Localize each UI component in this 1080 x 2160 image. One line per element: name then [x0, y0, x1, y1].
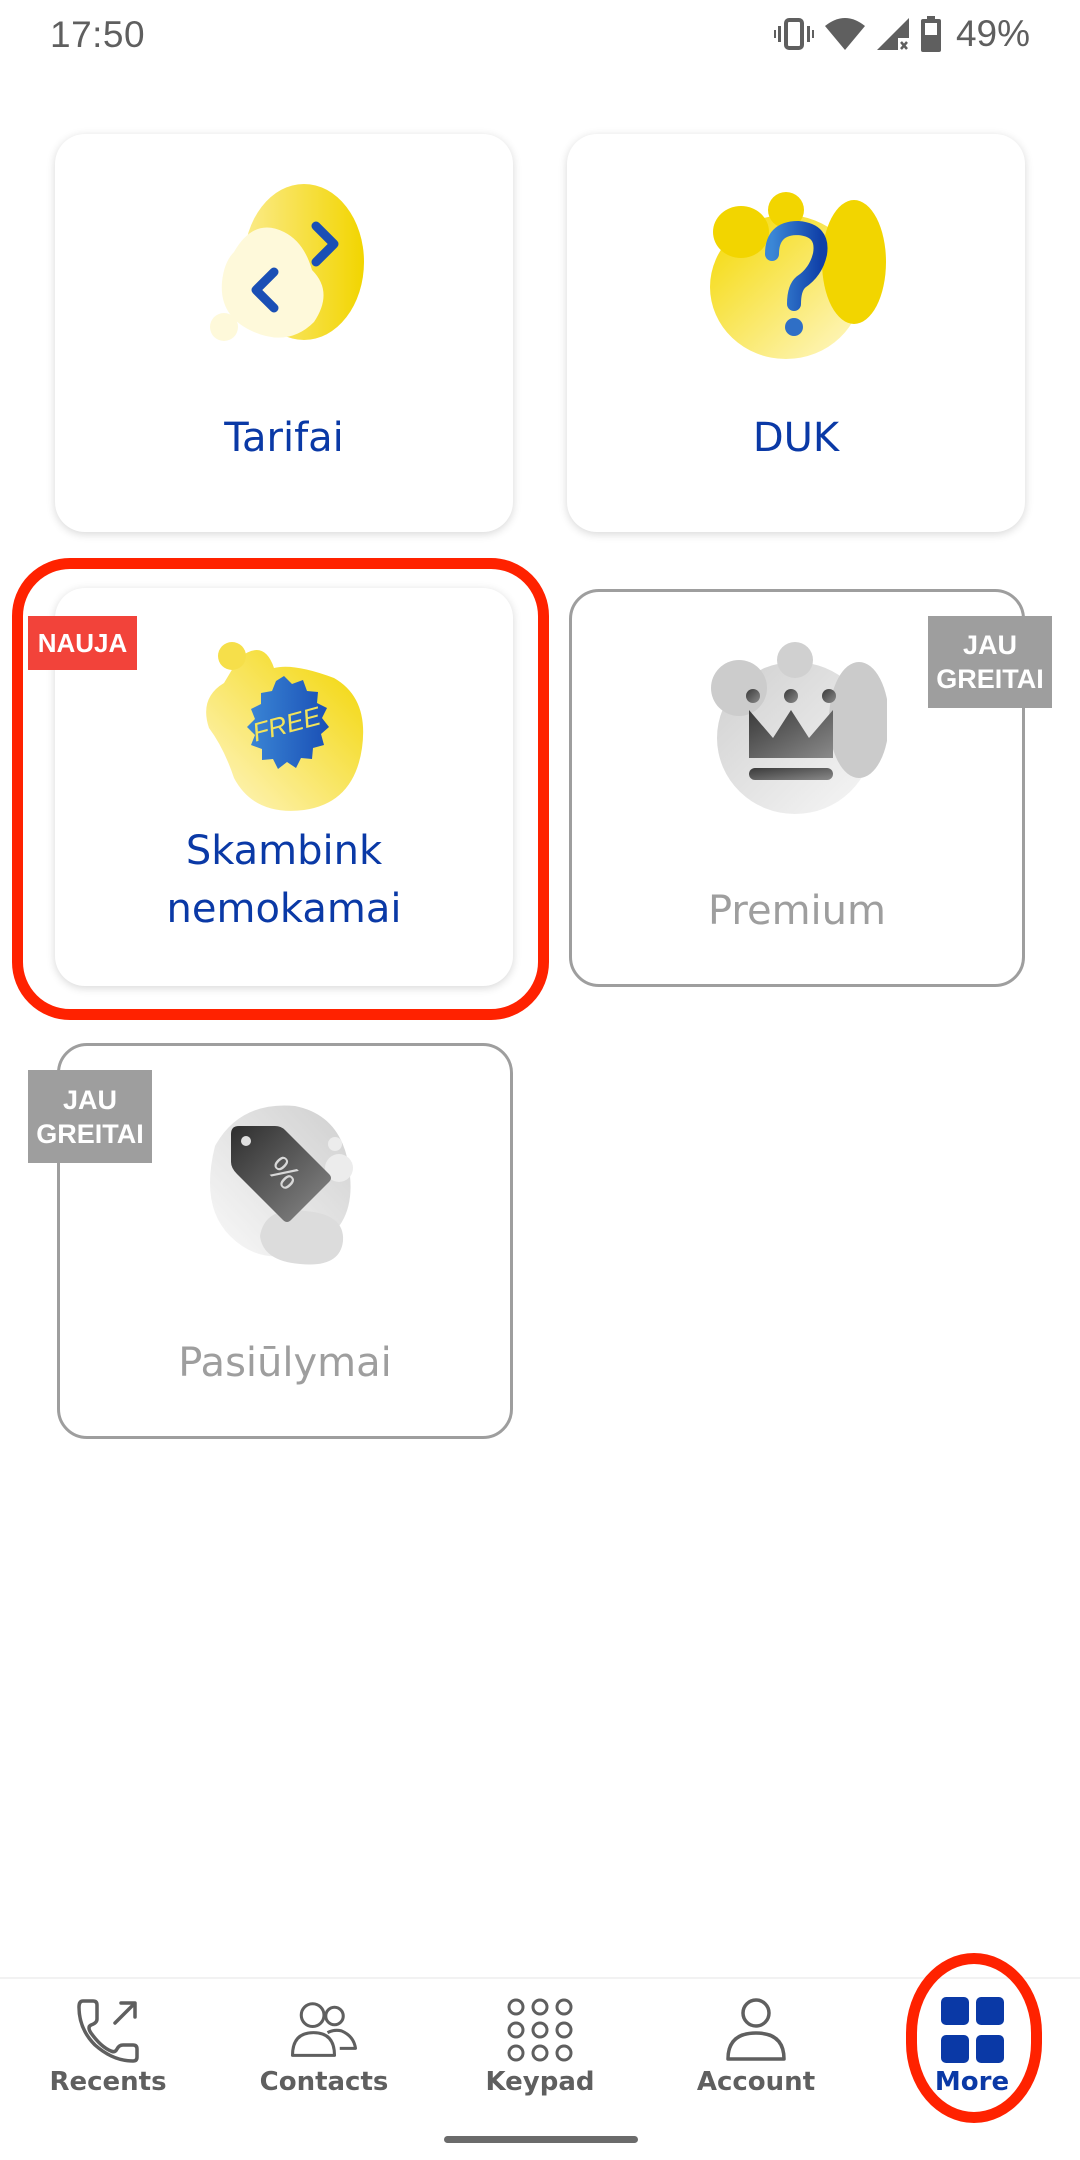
premium-crown-icon — [707, 638, 887, 818]
card-label: Premium — [708, 888, 886, 934]
nav-keypad[interactable]: Keypad — [432, 1979, 648, 2160]
card-tarifai[interactable]: Tarifai — [55, 134, 513, 532]
badge-line1: JAU — [962, 630, 1017, 660]
nav-recents[interactable]: Recents — [0, 1979, 216, 2160]
nav-account[interactable]: Account — [648, 1979, 864, 2160]
card-duk[interactable]: DUK — [567, 134, 1025, 532]
keypad-icon — [505, 1997, 575, 2063]
coming-soon-badge: JAU GREITAI — [28, 1070, 152, 1163]
bottom-nav: Recents Contacts Keypad Account Mo — [0, 1977, 1080, 2160]
offers-price-tag-icon: % — [195, 1096, 375, 1276]
nav-label: Contacts — [259, 2067, 389, 2097]
nav-more[interactable]: More — [864, 1979, 1080, 2160]
faq-question-mark-icon — [706, 182, 886, 362]
card-label-line1: Skambink — [185, 828, 383, 874]
contacts-icon — [289, 1997, 359, 2063]
card-label: Pasiūlymai — [178, 1340, 392, 1386]
wifi-icon — [824, 16, 866, 52]
badge-line1: JAU — [62, 1084, 117, 1115]
nav-label: Keypad — [485, 2067, 595, 2097]
home-indicator[interactable] — [444, 2136, 638, 2143]
nav-label: Account — [696, 2067, 816, 2097]
free-call-badge-icon: FREE — [194, 638, 374, 818]
status-icons: 49% — [773, 12, 1030, 56]
vibrate-icon — [773, 16, 814, 52]
nav-label: More — [934, 2067, 1010, 2097]
more-grid-icon — [937, 1997, 1007, 2063]
account-icon — [721, 1997, 791, 2063]
status-bar: 17:50 49% — [0, 0, 1080, 70]
battery-icon — [920, 16, 942, 52]
tariff-exchange-arrows-icon — [194, 182, 374, 362]
badge-line2: GREITAI — [936, 664, 1044, 694]
nav-contacts[interactable]: Contacts — [216, 1979, 432, 2160]
recent-calls-icon — [73, 1997, 143, 2063]
card-label: DUK — [752, 415, 840, 461]
badge-line2: GREITAI — [36, 1118, 144, 1149]
battery-percent: 49% — [955, 13, 1030, 54]
nav-label: Recents — [49, 2067, 167, 2097]
new-badge: NAUJA — [28, 616, 137, 670]
card-free-call[interactable]: FREE Skambink nemokamai — [55, 588, 513, 986]
coming-soon-badge: JAU GREITAI — [928, 616, 1052, 708]
status-time: 17:50 — [50, 14, 146, 55]
card-label-line2: nemokamai — [166, 886, 402, 932]
signal-no-service-icon — [876, 16, 910, 52]
card-label: Tarifai — [224, 415, 344, 461]
